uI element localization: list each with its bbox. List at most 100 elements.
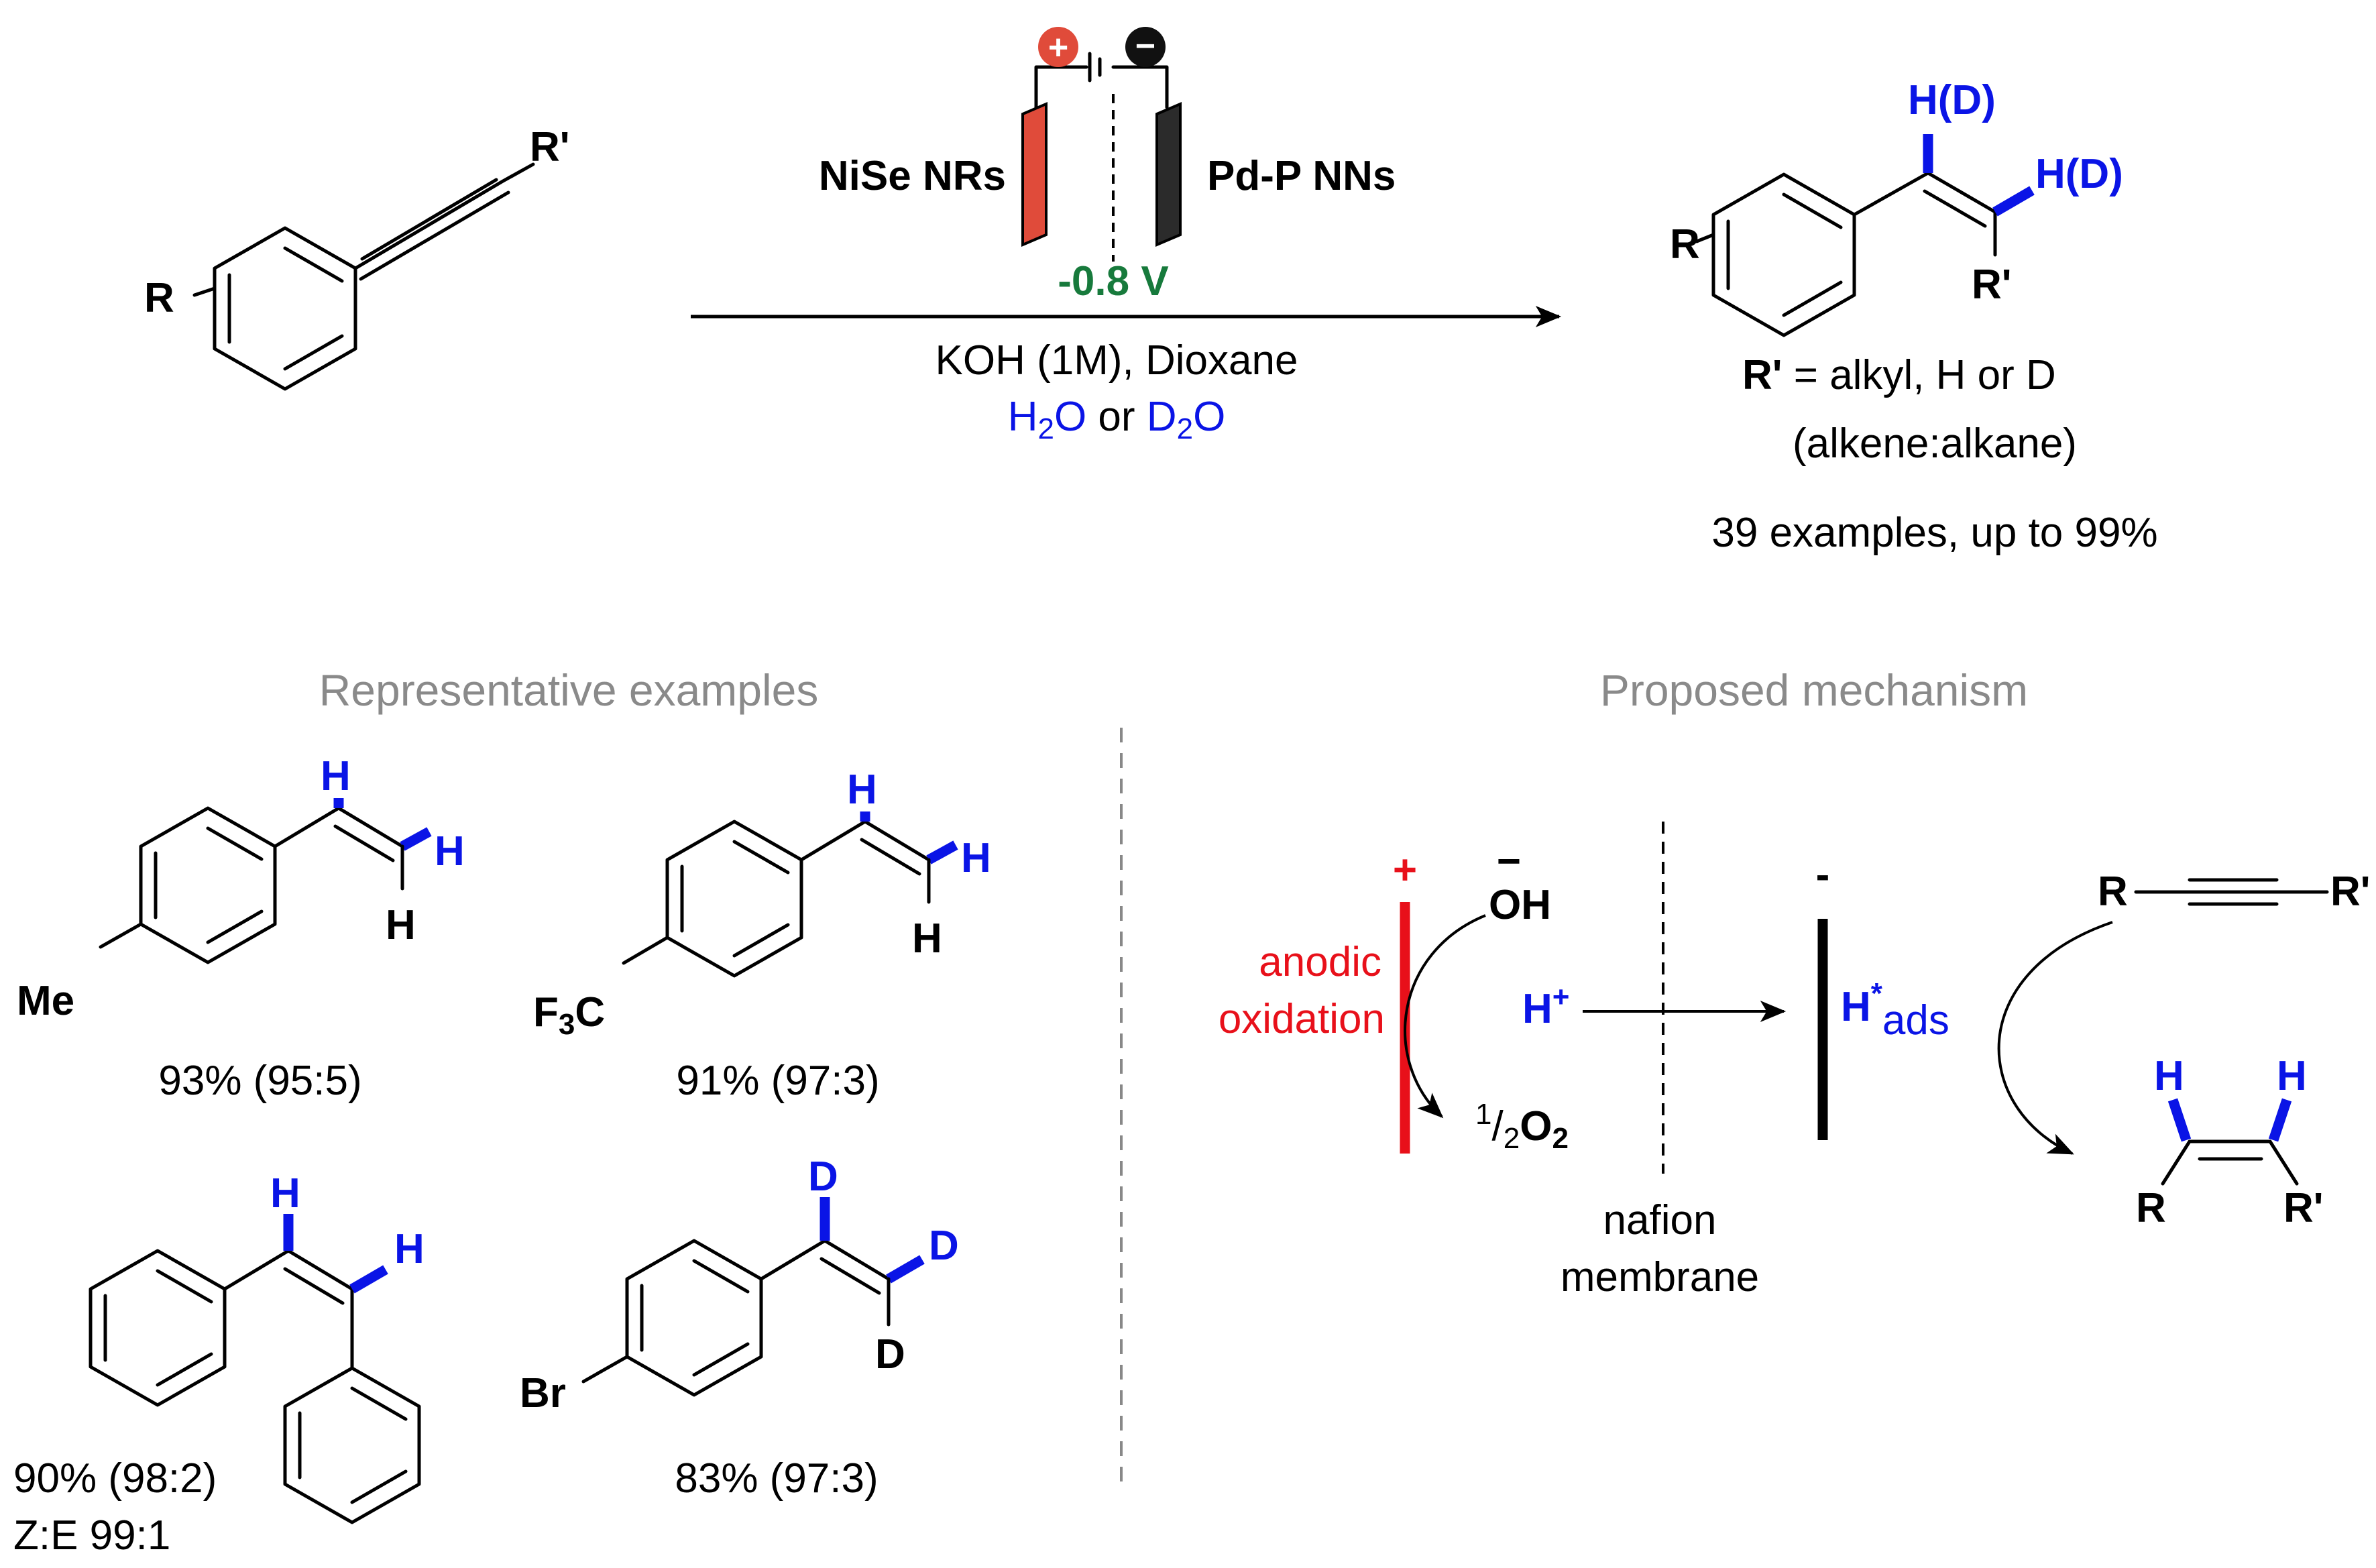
alkyne-triple-bond: [353, 162, 535, 281]
hads-label: H*ads: [1841, 977, 1949, 1044]
ex1-ring-inner-bonds: [154, 826, 264, 944]
ex2-substituent: F3C: [533, 989, 605, 1041]
oxygen-product: 1/2O2: [1475, 1098, 1569, 1155]
anode-sign: +: [1393, 847, 1417, 893]
alkyne-triple-bond-mech: [2134, 878, 2329, 906]
anode-electrode: [1021, 101, 1048, 247]
example-2: F3C H H H 91% (97:3): [533, 767, 991, 1104]
ex4-yield: 83% (97:3): [675, 1455, 878, 1502]
ex3-ze-ratio: Z:E 99:1: [13, 1512, 170, 1559]
product-rprime-label: R': [1972, 262, 2012, 308]
ex1-h-bottom: H: [386, 902, 416, 948]
ex2-h-bottom: H: [912, 915, 942, 962]
ex3-ring-right-inner: [298, 1386, 408, 1504]
membrane-label-line2: membrane: [1561, 1254, 1759, 1300]
circuit-wire-right: [1111, 65, 1169, 109]
ex2-yield: 91% (97:3): [676, 1058, 879, 1104]
cathode-electrode: [1155, 101, 1182, 247]
alkene-r-bond: [2161, 1139, 2192, 1186]
ex2-benzene-ring: [665, 820, 803, 978]
ex1-substituent: Me: [17, 978, 74, 1024]
alkyne-r-label: R: [2098, 869, 2128, 915]
ex3-h-top: H: [270, 1170, 300, 1217]
mechanism-heading: Proposed mechanism: [1600, 665, 2028, 715]
reactant-benzene-ring: [213, 226, 357, 391]
ex1-methyl-bond: [99, 922, 143, 949]
ex2-h-right: H: [961, 835, 991, 881]
ex4-ring-inner-bonds: [640, 1259, 750, 1377]
ex2-ring-inner-bonds: [680, 840, 790, 958]
alkene-h1-bond: [2167, 1098, 2192, 1142]
ex2-vinyl-bond: [799, 820, 867, 862]
cathode-sign: -: [1816, 852, 1830, 898]
product-r-bond: [1695, 233, 1715, 243]
ex3-benzene-ring-right: [283, 1366, 421, 1524]
ex3-h-right-bond: [349, 1265, 388, 1294]
ex1-vinyl-bond: [273, 806, 341, 848]
ex4-substituent: Br: [520, 1370, 566, 1416]
ratio-note: (alkene:alkane): [1793, 421, 2077, 467]
product-hd-top: H(D): [1908, 77, 1996, 123]
examples-heading: Representative examples: [319, 665, 819, 715]
hydroxide-charge: −: [1497, 838, 1521, 885]
ex1-h-right-bond: [400, 827, 432, 851]
ex3-left-link: [223, 1249, 290, 1291]
reactant-structure: R R': [144, 124, 570, 391]
ex1-benzene-ring: [139, 806, 277, 964]
anode-label: NiSe NRs: [819, 153, 1006, 199]
ex1-h-top: H: [321, 753, 351, 799]
reactant-rprime-label: R': [530, 124, 570, 170]
circuit-wire: [1034, 65, 1088, 109]
proton-label: H+: [1522, 981, 1569, 1032]
mechanism: + anodic oxidation − OH 1/2O2 nafion mem…: [1219, 822, 2371, 1300]
electrochemical-cell: + − NiSe NRs Pd-P NNs -0.8 V: [819, 27, 1396, 304]
reactant-r-label: R: [144, 275, 174, 321]
conditions-line1: KOH (1M), Dioxane: [936, 337, 1298, 384]
alkene-rprime-label: R': [2283, 1185, 2324, 1231]
product-structure: R H(D) H(D) R': [1670, 77, 2123, 337]
scope-summary: 39 examples, up to 99%: [1711, 510, 2157, 556]
example-3: H H 90% (98:2) Z:E 99:1: [13, 1170, 425, 1559]
anodic-label-line1: anodic: [1259, 939, 1381, 985]
alkene-rprime-bond: [2268, 1139, 2299, 1186]
ex4-benzene-ring: [625, 1239, 763, 1397]
hydrogenation-curved-arrow: [1997, 921, 2113, 1155]
ex3-h-right: H: [394, 1226, 425, 1272]
product-alkene-double-bond: [1923, 171, 1997, 228]
alkene-double-bond-mech: [2188, 1139, 2272, 1161]
example-4: Br D D D 83% (97:3): [520, 1154, 959, 1502]
ex2-h-top: H: [847, 767, 877, 813]
alkene-r-label: R: [2136, 1185, 2166, 1231]
ex3-benzene-ring-left: [89, 1249, 227, 1407]
ex3-yield: 90% (98:2): [13, 1455, 217, 1502]
oxidation-curved-arrow: [1404, 914, 1486, 1119]
product-r-label: R: [1670, 221, 1700, 268]
cathode-label: Pd-P NNs: [1207, 153, 1396, 199]
example-1: Me H H H 93% (95:5): [17, 753, 465, 1104]
alkyne-rprime-label: R': [2330, 869, 2371, 915]
scope-definition: R' = alkyl, H or D: [1742, 352, 2056, 398]
ex4-d-bottom: D: [875, 1331, 905, 1378]
ex4-d-right-bond: [886, 1255, 925, 1284]
ex1-double-bond: [333, 806, 404, 862]
ex1-h-right: H: [435, 828, 465, 875]
ex2-cf3-bond: [622, 936, 669, 965]
ex4-double-bond: [819, 1239, 891, 1295]
hydroxide-label: OH: [1489, 882, 1551, 928]
product-hd-right: H(D): [2035, 151, 2123, 197]
ex4-d-top: D: [808, 1154, 838, 1200]
ex3-double-bond: [283, 1249, 354, 1305]
product-benzene-ring: [1711, 172, 1856, 337]
ex2-double-bond: [860, 820, 931, 876]
plus-terminal-sign: +: [1048, 28, 1068, 67]
minus-terminal-sign: −: [1135, 27, 1155, 66]
product-h-right-bond: [1992, 186, 2035, 217]
alkene-h2: H: [2277, 1053, 2307, 1099]
alkene-h1: H: [2154, 1053, 2184, 1099]
applied-potential: -0.8 V: [1058, 258, 1168, 304]
reactant-r-bond: [192, 286, 217, 297]
ex4-d-right: D: [929, 1223, 959, 1269]
product-ring-inner-bonds: [1726, 192, 1843, 317]
minus-terminal-icon: [1125, 27, 1166, 67]
